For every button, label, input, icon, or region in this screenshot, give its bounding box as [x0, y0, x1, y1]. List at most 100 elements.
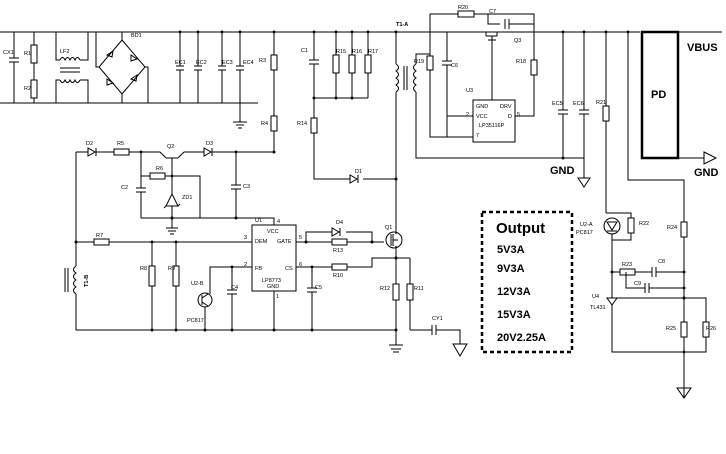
ec1-label: EC1 [175, 60, 186, 66]
ec6-label: EC6 [573, 101, 584, 107]
r10-label: R10 [333, 273, 343, 279]
d2-label: D2 [86, 141, 93, 147]
rcd-snubber: C1 R15 R16 R17 R14 D1 [297, 32, 398, 184]
u1-pin-num-cs: 6 [299, 262, 302, 268]
u1-label: U1 [255, 218, 262, 224]
pd-controller-block: PD VBUS GND [627, 30, 722, 222]
r9-label: R9 [168, 266, 175, 272]
u1-pin-num-fb: 2 [244, 262, 247, 268]
c1-label: C1 [301, 48, 308, 54]
u1-pin-num-vcc: 4 [277, 219, 280, 225]
u4-label: U4 [592, 294, 599, 300]
r23-label: R23 [622, 262, 632, 268]
pc817-right-label: PC817 [576, 230, 593, 236]
output-item-9v: 9V3A [497, 263, 525, 275]
pd-label: PD [651, 89, 666, 101]
q3-label: Q3 [514, 38, 521, 44]
u1-pin-num-gnd: 1 [276, 294, 279, 300]
u3-part-number: LP35116P [479, 123, 505, 129]
r5-label: R5 [117, 141, 124, 147]
r19-label: R19 [414, 59, 424, 65]
output-title: Output [496, 220, 545, 237]
c5-label: C5 [315, 285, 322, 291]
secondary-sync-rectifier: R20 C7 Q3 R19 C6 R18 U3 GND DRV VCC D LP… [414, 5, 640, 188]
r21-label: R21 [596, 100, 606, 106]
r17-label: R17 [368, 49, 378, 55]
r8-label: R8 [140, 266, 147, 272]
u3-pin-vcc: VCC [476, 114, 488, 120]
r4-label: R4 [261, 121, 268, 127]
r13-label: R13 [333, 248, 343, 254]
input-filter-section: CX1 R1 R2 LF2 BD1 [0, 31, 170, 104]
u3-ic-body [472, 99, 516, 143]
r15-label: R15 [336, 49, 346, 55]
output-item-20v: 20V2.25A [497, 332, 546, 344]
u3-pin-num-5: 5 [517, 112, 520, 118]
c2-label: C2 [121, 185, 128, 191]
c4-label: C4 [231, 285, 238, 291]
r18-label: R18 [516, 59, 526, 65]
bd1-label: BD1 [131, 33, 142, 39]
r7-label: R7 [96, 233, 103, 239]
ec3-label: EC3 [222, 60, 233, 66]
r24-label: R24 [667, 225, 677, 231]
lf2-choke: LF2 [55, 32, 89, 103]
r12-label: R12 [380, 286, 390, 292]
d1-label: D1 [355, 169, 362, 175]
r11-label: R11 [414, 286, 424, 292]
q2-label: Q2 [167, 144, 174, 150]
startup-resistors: R3 R4 [259, 32, 278, 152]
u3-pin-num-2: 2 [466, 112, 469, 118]
u1-ic-body [251, 224, 297, 292]
u1-pin-dem: DEM [255, 239, 268, 245]
u3-pin-num-7: 7 [476, 133, 479, 139]
output-spec-box: Output 5V3A 9V3A 12V3A 15V3A 20V2.25A [480, 210, 574, 354]
pd-box [640, 30, 680, 160]
feedback-section: R21 U2-A PC817 R22 R23 C8 C9 R24 U4 TL43… [576, 32, 716, 399]
q1-label: Q1 [385, 225, 392, 231]
output-item-15v: 15V3A [497, 309, 531, 321]
r20-label: R20 [458, 5, 468, 11]
c9-label: C9 [634, 281, 641, 287]
vbus-label: VBUS [687, 42, 718, 54]
ec5-label: EC5 [552, 101, 563, 107]
u1-pin-gnd: GND [267, 284, 279, 290]
r1-label: R1 [24, 51, 31, 57]
ec2-label: EC2 [196, 60, 207, 66]
u3-pin-drv: DRV [500, 104, 512, 110]
u3-pin-gnd: GND [476, 104, 488, 110]
t1b-label: T1-B [84, 275, 90, 287]
d4-label: D4 [336, 220, 343, 226]
aux-vcc-supply: D2 R5 Q2 D3 R6 C2 ZD1 C3 [75, 141, 396, 331]
u1-pin-vcc: VCC [267, 229, 279, 235]
tl431-label: TL431 [590, 305, 606, 311]
u1-pin-cs: CS [285, 266, 293, 272]
cy1-label: CY1 [432, 316, 443, 322]
t1a-label: T1-A [396, 22, 408, 28]
r26-label: R26 [706, 326, 716, 332]
ec4-label: EC4 [243, 60, 254, 66]
lf2-label: LF2 [60, 49, 69, 55]
r14-label: R14 [297, 121, 307, 127]
gnd-label-right: GND [694, 167, 719, 179]
c7-label: C7 [489, 9, 496, 15]
u1-pin-num-dem: 3 [244, 235, 247, 241]
pc817-left-label: PC817 [187, 318, 204, 324]
u3-label: U3 [466, 88, 473, 94]
u3-pin-d: D [508, 114, 512, 120]
u1-pin-gate: GATE [277, 239, 292, 245]
r16-label: R16 [352, 49, 362, 55]
zd1-label: ZD1 [182, 195, 192, 201]
r22-label: R22 [639, 221, 649, 227]
r2-label: R2 [24, 86, 31, 92]
c8-label: C8 [658, 259, 665, 265]
controller-u1: U1 VCC DEM GATE FB CS GND LP8773 4 3 5 2… [74, 218, 468, 357]
r3-label: R3 [259, 58, 266, 64]
c3-label: C3 [243, 184, 250, 190]
r6-label: R6 [156, 166, 163, 172]
gnd-label-left: GND [550, 165, 575, 177]
output-item-5v: 5V3A [497, 244, 525, 256]
u2a-label: U2-A [580, 222, 593, 228]
u2b-label: U2-B [191, 281, 204, 287]
cx1-label: CX1 [3, 50, 14, 56]
